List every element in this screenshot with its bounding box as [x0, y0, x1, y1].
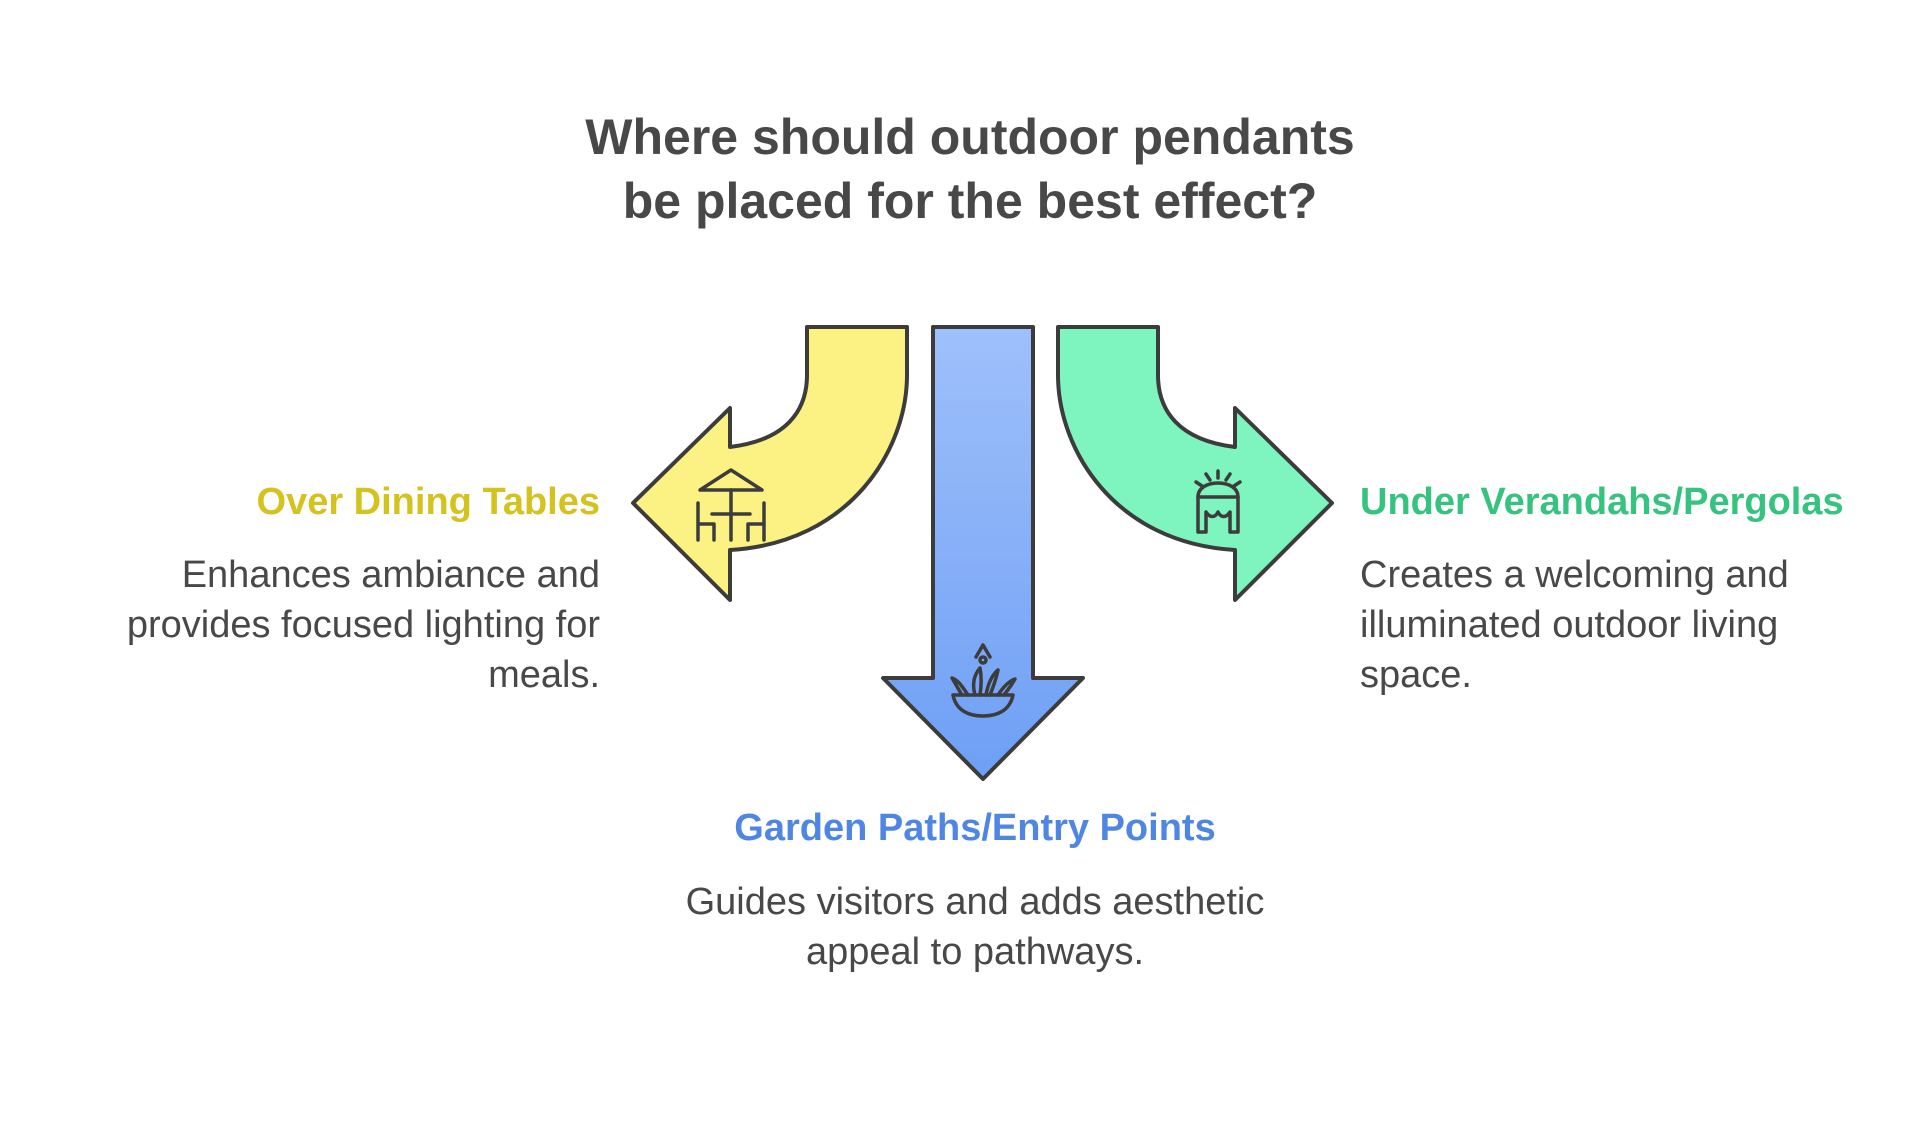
option-heading-garden-paths: Garden Paths/Entry Points	[734, 807, 1216, 849]
right-curved-arrow	[1056, 325, 1334, 602]
garden-plant-lamp-icon	[950, 643, 1017, 718]
left-curved-arrow	[631, 325, 909, 602]
patio-table-umbrella-icon	[696, 468, 766, 542]
option-description-verandahs: Creates a welcoming and illuminated outd…	[1360, 554, 1789, 696]
option-description-garden-paths: Guides visitors and adds aesthetic appea…	[685, 881, 1265, 973]
option-heading-dining-tables: Over Dining Tables	[256, 481, 600, 523]
option-description-dining-tables: Enhances ambiance and provides focused l…	[126, 554, 600, 696]
center-down-arrow	[881, 325, 1085, 781]
option-heading-verandahs: Under Verandahs/Pergolas	[1360, 481, 1844, 523]
diagram-title: Where should outdoor pendants be placed …	[585, 109, 1355, 229]
pergola-light-icon	[1194, 469, 1242, 534]
